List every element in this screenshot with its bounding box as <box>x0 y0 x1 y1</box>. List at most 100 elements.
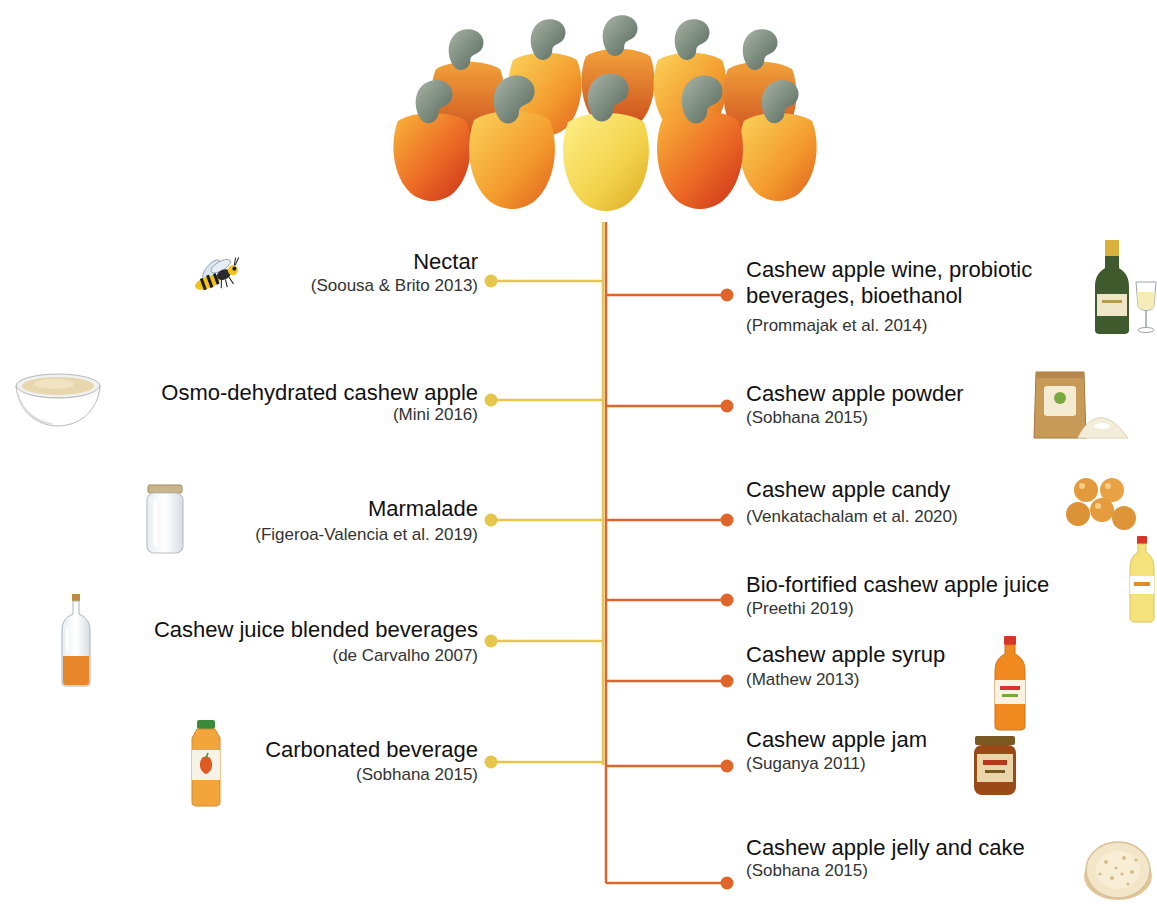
timeline-lines <box>491 222 727 883</box>
syrup-bottle-icon-part <box>995 645 1025 730</box>
timeline-lines-part-part <box>606 680 727 683</box>
cake-icon-part <box>1096 851 1140 889</box>
citation: (Sobhana 2015) <box>746 861 868 881</box>
product-name: Marmalade <box>368 496 478 522</box>
syrup-bottle-icon-part <box>1004 636 1016 645</box>
wasp-icon-part <box>232 266 237 271</box>
cake-icon-part <box>1098 856 1137 886</box>
wine-icon-part <box>1136 282 1156 311</box>
timeline-lines-part <box>605 222 608 883</box>
timeline-lines-part-part <box>606 599 727 602</box>
candy-icon <box>1066 478 1136 530</box>
front-apples-part <box>657 111 743 209</box>
timeline-dots-part <box>485 275 498 769</box>
front-nuts-part <box>682 76 723 124</box>
timeline-dots <box>485 275 734 890</box>
cake-icon-part-part <box>1126 882 1129 885</box>
powder-bag-icon-part <box>1036 372 1084 378</box>
candy-icon-part <box>1079 483 1085 489</box>
wine-icon-part <box>1137 292 1155 310</box>
jam-jar-icon-part <box>975 736 1015 745</box>
citation: (Sobhana 2015) <box>356 765 478 785</box>
cake-icon-part-part <box>1110 876 1114 880</box>
timeline-dots-part-part <box>721 289 734 302</box>
cake-icon-part-part <box>1114 866 1117 869</box>
product-name: Cashew apple wine, probiotic beverages, … <box>746 257 1068 310</box>
jar-icon-part <box>148 485 182 493</box>
cake-icon-part-part <box>1122 856 1126 860</box>
timeline-lines-part-part <box>491 640 603 643</box>
timeline-lines-part <box>606 295 727 766</box>
candy-icon-part <box>1090 498 1114 522</box>
front-apples-part <box>739 113 816 201</box>
jar-icon-part <box>147 493 183 553</box>
syrup-bottle-icon-part <box>995 680 1025 704</box>
citation: (Mathew 2013) <box>746 670 859 690</box>
timeline-lines-part-part <box>606 294 727 297</box>
cake-icon-part-part <box>1104 860 1108 864</box>
juice-bottle-icon <box>192 720 220 806</box>
citation: (Preethi 2019) <box>746 599 854 619</box>
product-name: Carbonated beverage <box>265 737 478 763</box>
jam-jar-icon-part <box>977 754 1013 782</box>
wine-icon-part <box>1095 256 1129 334</box>
wine-icon-part <box>1102 300 1122 303</box>
timeline-lines-part <box>491 281 603 762</box>
timeline-lines-part <box>602 222 605 765</box>
wine-icon-part <box>1145 310 1147 328</box>
juice-bottle-icon-part <box>1137 536 1147 544</box>
timeline-dots-part-part <box>721 760 734 773</box>
cashew-apples-photo <box>393 15 816 211</box>
powder-bag-icon-part <box>1054 392 1066 404</box>
jam-jar-icon <box>974 736 1016 795</box>
powder-bag-icon <box>1034 372 1128 438</box>
wasp-icon-part <box>226 264 239 277</box>
syrup-bottle-icon-part <box>1000 686 1020 690</box>
juice-bottle-icon-part <box>200 757 212 775</box>
cake-icon-part-part <box>1130 870 1134 874</box>
back-nuts-part <box>743 29 778 70</box>
bottle-icon <box>62 594 90 686</box>
timeline-dots-part-part <box>721 675 734 688</box>
juice-bottle-icon-part <box>206 753 208 758</box>
product-name: Cashew apple jelly and cake <box>746 835 1025 861</box>
timeline-dots-part-part <box>485 514 498 527</box>
bottle-icon-part <box>66 628 69 652</box>
cake-icon-part-part <box>1134 858 1137 861</box>
timeline-dots-part-part <box>721 400 734 413</box>
juice-bottle-icon-part <box>192 750 220 780</box>
cake-icon <box>1084 842 1152 900</box>
candy-icon-part <box>1112 506 1136 530</box>
timeline-lines-part-part <box>491 399 603 402</box>
bottle-icon-part <box>72 594 80 601</box>
front-nuts-part <box>762 80 799 123</box>
wasp-icon <box>188 250 247 298</box>
timeline-dots-part-part <box>485 635 498 648</box>
candy-icon-part <box>1105 483 1111 489</box>
front-nuts <box>416 74 799 124</box>
timeline-lines-part <box>606 882 727 885</box>
product-name: Cashew apple jam <box>746 727 927 753</box>
back-nuts-part <box>449 29 484 70</box>
powder-bag-icon-part <box>1078 418 1128 438</box>
front-apples <box>393 111 816 211</box>
front-apples-part <box>393 113 470 201</box>
timeline-dots-part-part <box>721 594 734 607</box>
timeline-dots-part-part <box>721 514 734 527</box>
product-name: Nectar <box>413 249 478 275</box>
bowl-icon-part <box>22 377 94 395</box>
cake-icon-part <box>1086 842 1150 898</box>
citation: (de Carvalho 2007) <box>332 646 478 666</box>
wine-icon-part <box>1138 328 1154 333</box>
timeline-lines-part-part <box>606 765 727 768</box>
bowl-icon-part <box>18 394 52 424</box>
citation: (Prommajak et al. 2014) <box>746 316 927 336</box>
timeline-lines-part-part <box>491 761 603 764</box>
wine-icon-part <box>1105 240 1119 256</box>
product-name: Osmo-dehydrated cashew apple <box>161 380 478 406</box>
product-name: Cashew juice blended beverages <box>154 617 478 643</box>
timeline-lines-part-part <box>491 280 603 283</box>
product-name: Cashew apple powder <box>746 381 964 407</box>
